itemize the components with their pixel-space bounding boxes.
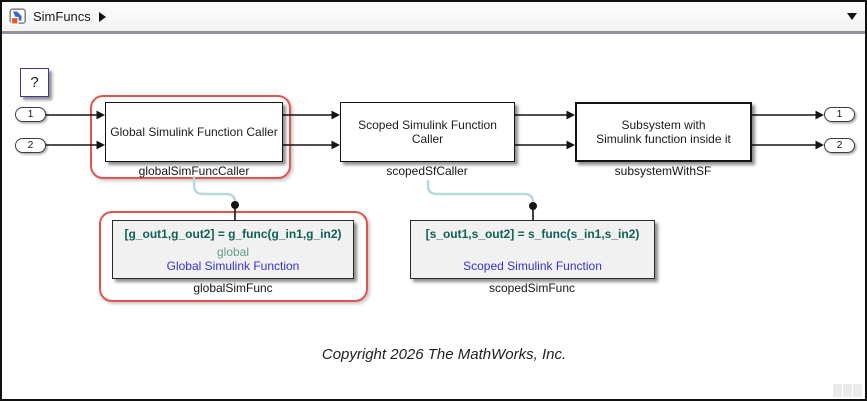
- block-scoped-simulink-function[interactable]: [s_out1,s_out2] = s_func(s_in1,s_in2) Sc…: [410, 220, 655, 279]
- block-text: Scoped Simulink Function Caller: [358, 118, 497, 146]
- inport-2[interactable]: 2: [15, 138, 46, 153]
- function-name-link[interactable]: Scoped Simulink Function: [463, 259, 602, 273]
- block-text: Global Simulink Function Caller: [110, 125, 278, 139]
- breadcrumb-dropdown-icon[interactable]: [847, 13, 857, 20]
- inport-1[interactable]: 1: [15, 107, 46, 122]
- trace-dot-scoped: [529, 202, 537, 210]
- function-name-link[interactable]: Global Simulink Function: [166, 259, 300, 273]
- block-text-line1: Subsystem with: [621, 118, 706, 132]
- block-subsystem-with-sf[interactable]: Subsystem with Simulink function inside …: [575, 102, 752, 162]
- help-block[interactable]: ?: [20, 68, 49, 97]
- trace-dot-global: [231, 201, 239, 209]
- block-label-global-caller[interactable]: globalSimFuncCaller: [138, 164, 250, 178]
- highlight-global-function: [99, 211, 368, 302]
- resize-grip: [833, 384, 862, 397]
- block-global-simulink-function[interactable]: [g_out1,g_out2] = g_func(g_in1,g_in2) gl…: [112, 220, 354, 279]
- block-label-subsystem[interactable]: subsystemWithSF: [614, 164, 712, 178]
- simulink-model-icon: [9, 7, 27, 26]
- block-global-simulink-function-caller[interactable]: Global Simulink Function Caller: [105, 102, 283, 162]
- copyright-annotation: Copyright 2026 The MathWorks, Inc.: [321, 346, 567, 363]
- function-visibility: global: [216, 245, 250, 259]
- highlight-global-caller: [90, 95, 291, 179]
- block-scoped-simulink-function-caller[interactable]: Scoped Simulink Function Caller: [340, 102, 515, 162]
- outport-2[interactable]: 2: [824, 138, 855, 153]
- breadcrumb-bar: SimFuncs: [2, 2, 865, 34]
- function-trace-scoped[interactable]: [426, 179, 535, 208]
- breadcrumb-item-simfuncs[interactable]: SimFuncs: [33, 9, 91, 24]
- block-label-global-function[interactable]: globalSimFunc: [193, 281, 273, 295]
- block-label-scoped-caller[interactable]: scopedSfCaller: [386, 164, 468, 178]
- breadcrumb-chevron-icon[interactable]: [98, 11, 106, 22]
- block-label-scoped-function[interactable]: scopedSimFunc: [488, 281, 576, 295]
- function-trace-global[interactable]: [192, 175, 237, 207]
- outport-1[interactable]: 1: [824, 107, 855, 122]
- function-prototype: [g_out1,g_out2] = g_func(g_in1,g_in2): [124, 227, 342, 241]
- function-prototype: [s_out1,s_out2] = s_func(s_in1,s_in2): [425, 227, 640, 241]
- block-text-line2: Simulink function inside it: [596, 132, 731, 146]
